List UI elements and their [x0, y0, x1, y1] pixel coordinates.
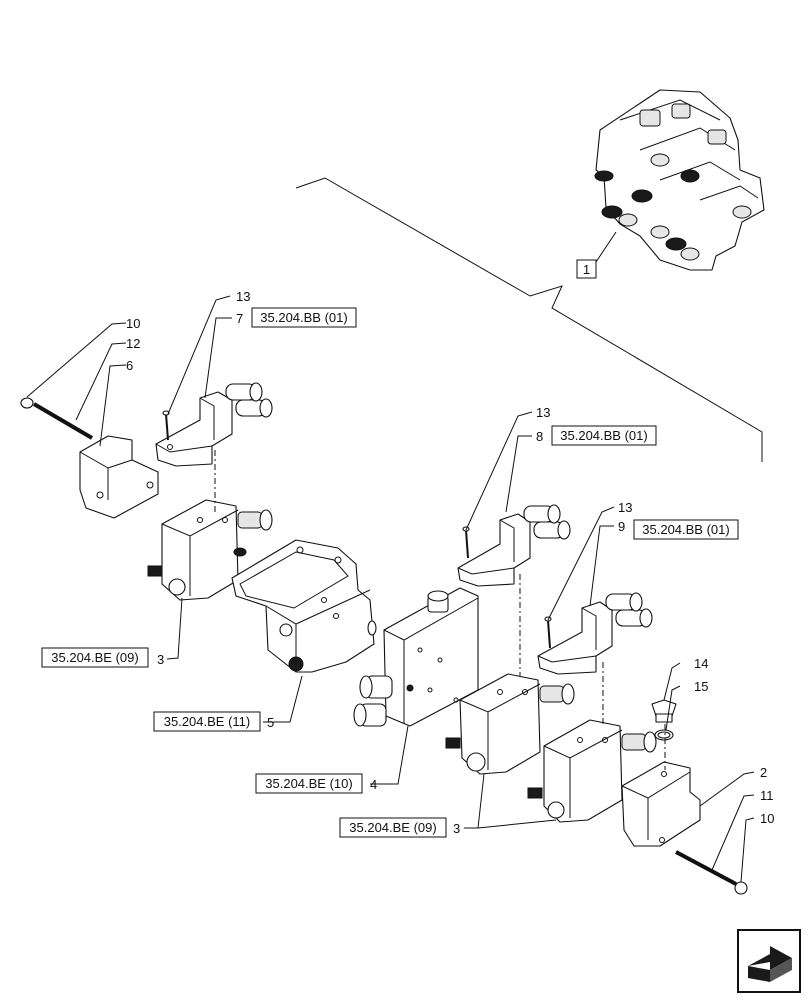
- callout-5: 5: [267, 715, 274, 730]
- svg-text:35.204.BE (09): 35.204.BE (09): [51, 650, 138, 665]
- plug-14: [651, 699, 677, 723]
- callout-12: 12: [126, 336, 140, 351]
- callout-1: 1: [583, 262, 590, 277]
- callout-13-middle: 13: [536, 405, 550, 420]
- reference-box-9[interactable]: 35.204.BB (01): [633, 519, 739, 540]
- reference-box-3-bottom[interactable]: 35.204.BE (09): [339, 817, 447, 838]
- callout-11: 11: [760, 788, 774, 803]
- callout-6: 6: [126, 358, 133, 373]
- zoom-break-line: [295, 177, 763, 462]
- callout-9: 9: [618, 519, 625, 534]
- callout-4: 4: [370, 777, 377, 792]
- svg-text:35.204.BB (01): 35.204.BB (01): [560, 428, 647, 443]
- callout-2: 2: [760, 765, 767, 780]
- end-cover-right: [621, 761, 701, 847]
- svg-text:35.204.BB (01): 35.204.BB (01): [260, 310, 347, 325]
- screw-13-middle: [462, 526, 470, 559]
- actuator-9: [537, 592, 653, 675]
- callout-14: 14: [694, 656, 708, 671]
- tie-rod-bolt: [32, 402, 94, 440]
- overview-port-plugs: [594, 153, 752, 261]
- screw-13-left: [162, 410, 170, 441]
- reference-box-4[interactable]: 35.204.BE (10): [255, 773, 363, 794]
- callout-10-right: 10: [760, 811, 774, 826]
- section-valve-middle: [445, 673, 575, 775]
- callout-7: 7: [236, 311, 243, 326]
- reference-box-8[interactable]: 35.204.BB (01): [551, 425, 657, 446]
- section-valve-right: [527, 719, 657, 823]
- valve-assembly-overview: 1: [576, 89, 765, 279]
- reference-box-3-left[interactable]: 35.204.BE (09): [41, 647, 149, 668]
- o-ring-15: [654, 729, 674, 741]
- next-page-arrow-icon[interactable]: [737, 929, 801, 993]
- screw-13-right: [544, 616, 552, 649]
- inlet-cover-5: [231, 539, 377, 673]
- callout-13-right: 13: [618, 500, 632, 515]
- callout-8: 8: [536, 429, 543, 444]
- callout-3-bottom: 3: [453, 821, 460, 836]
- svg-text:35.204.BE (10): 35.204.BE (10): [265, 776, 352, 791]
- callout-13-top: 13: [236, 289, 250, 304]
- nut-left: [20, 397, 34, 409]
- nut-right: [734, 881, 748, 895]
- actuator-8: [457, 504, 571, 587]
- reference-box-7[interactable]: 35.204.BB (01): [251, 307, 357, 328]
- svg-text:35.204.BE (09): 35.204.BE (09): [349, 820, 436, 835]
- callout-15: 15: [694, 679, 708, 694]
- leader-lines: [26, 295, 755, 883]
- svg-text:35.204.BB (01): 35.204.BB (01): [642, 522, 729, 537]
- reference-box-5[interactable]: 35.204.BE (11): [153, 711, 261, 732]
- port-fittings: [353, 675, 393, 727]
- end-cover-left: [79, 435, 159, 519]
- alignment-lines: [214, 450, 666, 770]
- callout-3-left: 3: [157, 652, 164, 667]
- section-valve-left: [147, 499, 273, 601]
- svg-text:35.204.BE (11): 35.204.BE (11): [164, 714, 250, 729]
- tie-rod-bolt-right: [675, 850, 737, 886]
- callout-10-left: 10: [126, 316, 140, 331]
- center-section-4: [353, 587, 479, 727]
- actuator-7: [155, 382, 273, 467]
